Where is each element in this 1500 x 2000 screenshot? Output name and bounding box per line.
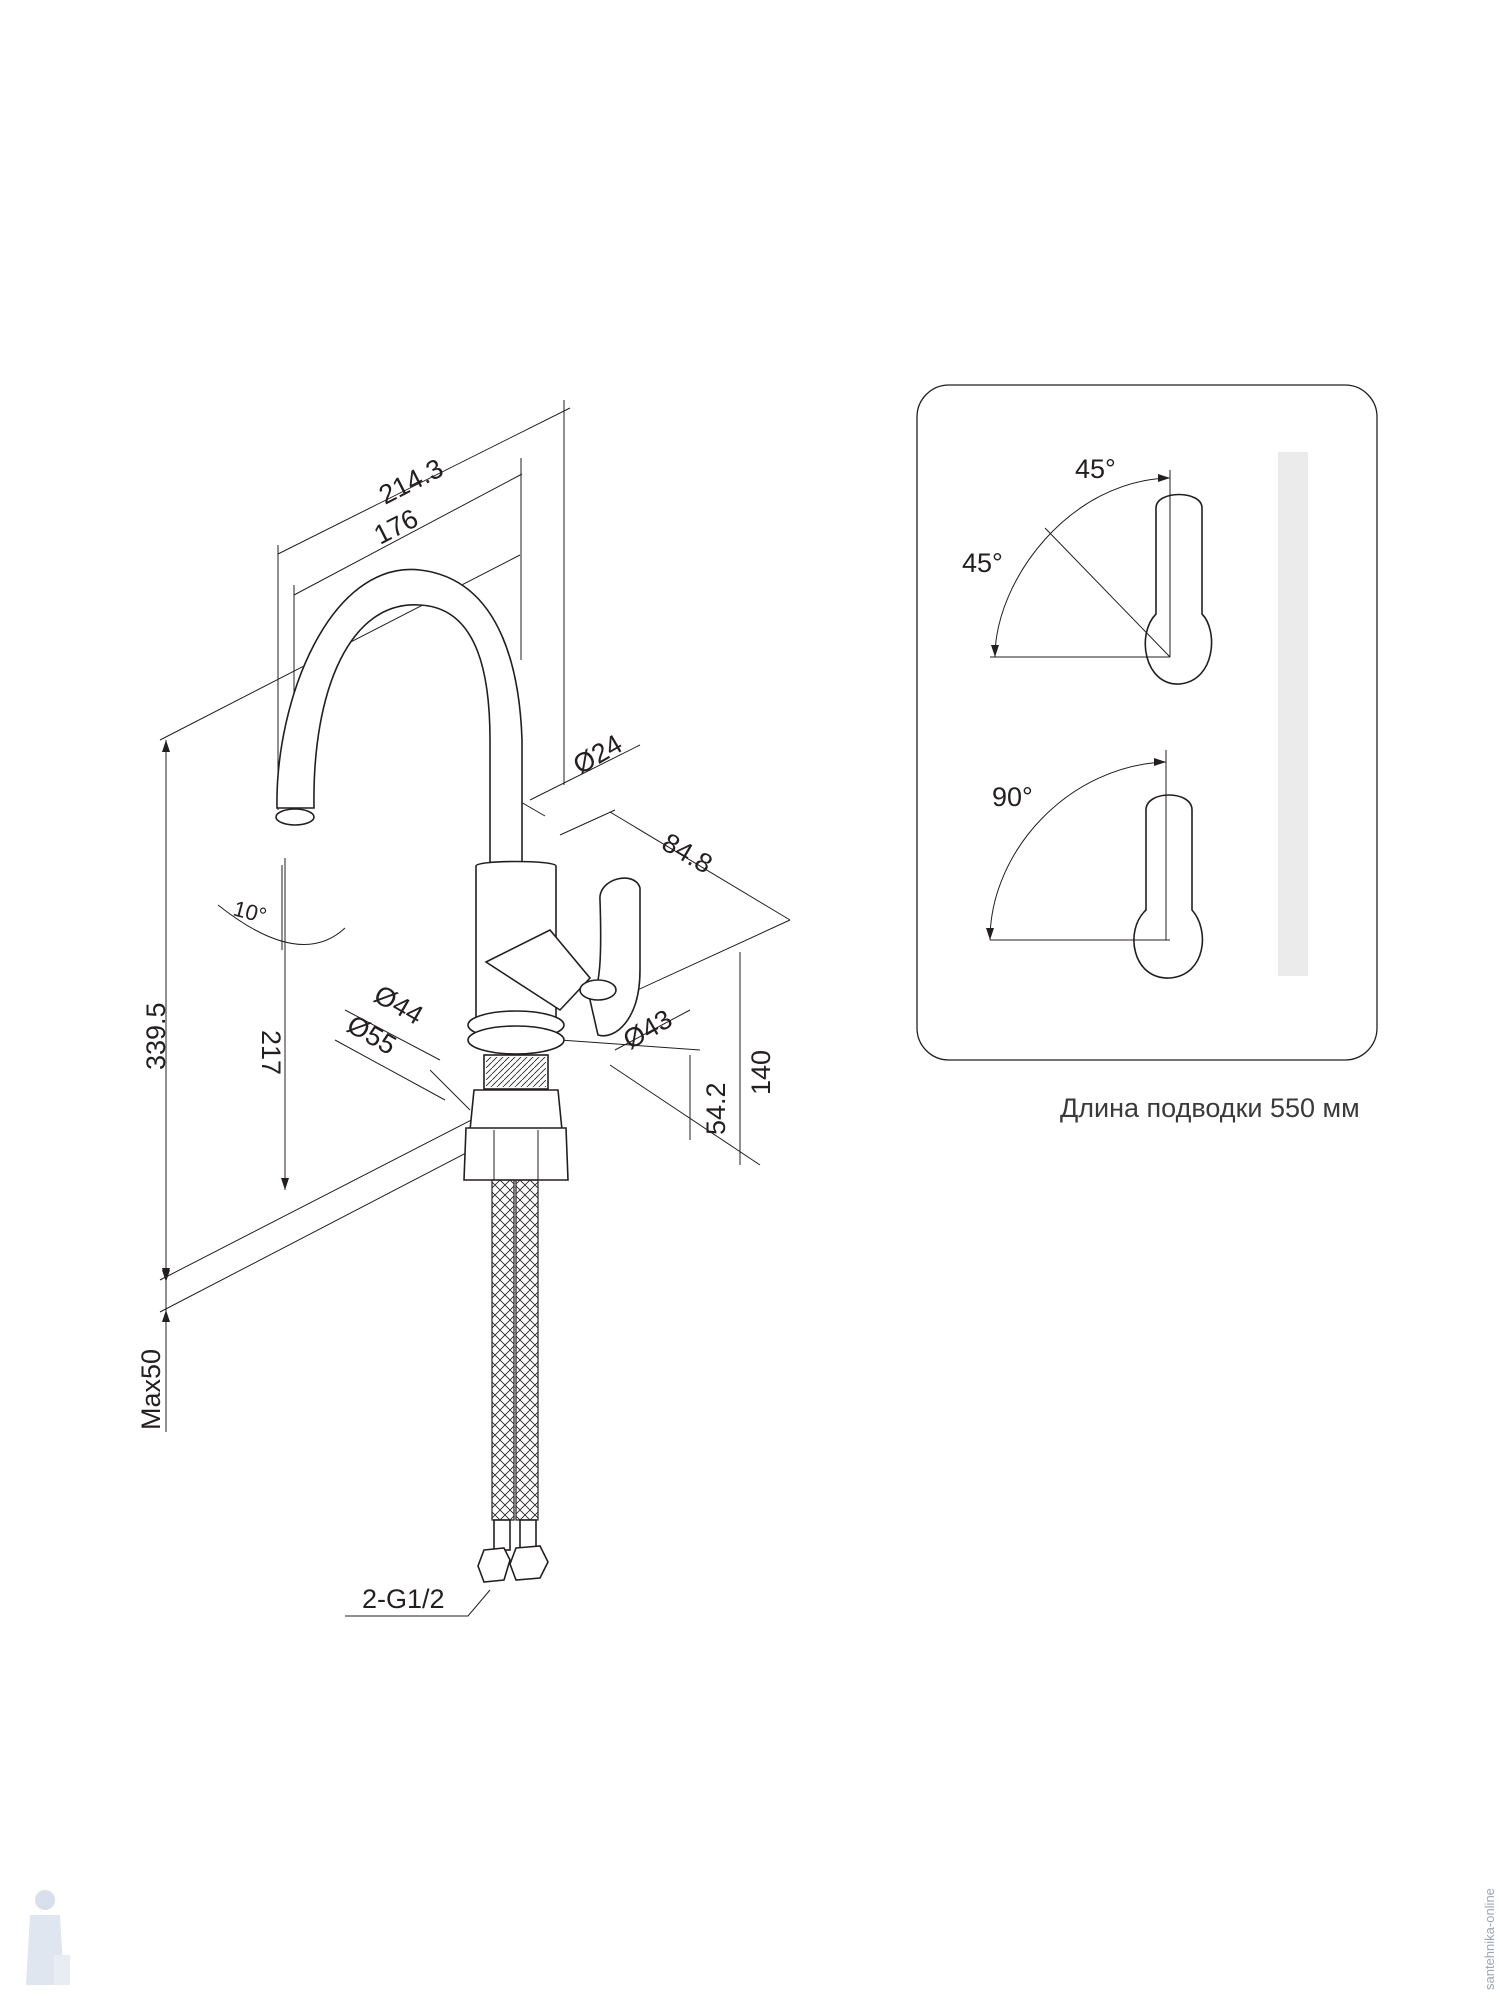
dim-spout-tilt: 10° xyxy=(231,896,270,929)
watermark-logo xyxy=(26,1890,70,1985)
panel-scrollbar xyxy=(1278,452,1308,976)
threaded-shank xyxy=(463,1054,569,1181)
handle-lever xyxy=(579,877,641,1037)
faucet-body xyxy=(467,860,592,1055)
dim-body-height: 140 xyxy=(746,1050,776,1095)
dim-height-total: 339.5 xyxy=(141,1002,171,1070)
watermark-text: santehnika-online xyxy=(1482,1888,1497,1990)
rotation-diagram-bottom: 90° xyxy=(986,750,1204,979)
dim-base-height: 54.2 xyxy=(701,1082,731,1135)
faucet-drawing: 214.3 176 Ø24 84.8 10° 339.5 217 Ø44 Ø55… xyxy=(136,400,791,1617)
spout xyxy=(275,568,523,881)
dimension-labels: 214.3 176 Ø24 84.8 10° 339.5 217 Ø44 Ø55… xyxy=(136,453,776,1614)
angle-bottom: 90° xyxy=(992,782,1033,812)
angle-top-a: 45° xyxy=(1075,454,1116,484)
angle-top-b: 45° xyxy=(962,548,1003,578)
dim-width-spout: 176 xyxy=(369,503,423,550)
dimension-lines xyxy=(159,400,791,1617)
dim-spout-diameter: Ø24 xyxy=(568,729,627,781)
dim-connector: 2-G1/2 xyxy=(362,1584,445,1614)
dim-height-spout: 217 xyxy=(256,1030,286,1075)
dim-width-total: 214.3 xyxy=(374,453,448,510)
rotation-diagram-top: 45° 45° xyxy=(962,454,1213,685)
braided-hoses xyxy=(477,1179,549,1583)
hose-length-note: Длина подводки 550 мм xyxy=(1060,1093,1360,1123)
dim-max-counter: Max50 xyxy=(136,1349,166,1430)
handle-operation-panel: 45° 45° 90° xyxy=(916,384,1378,1061)
